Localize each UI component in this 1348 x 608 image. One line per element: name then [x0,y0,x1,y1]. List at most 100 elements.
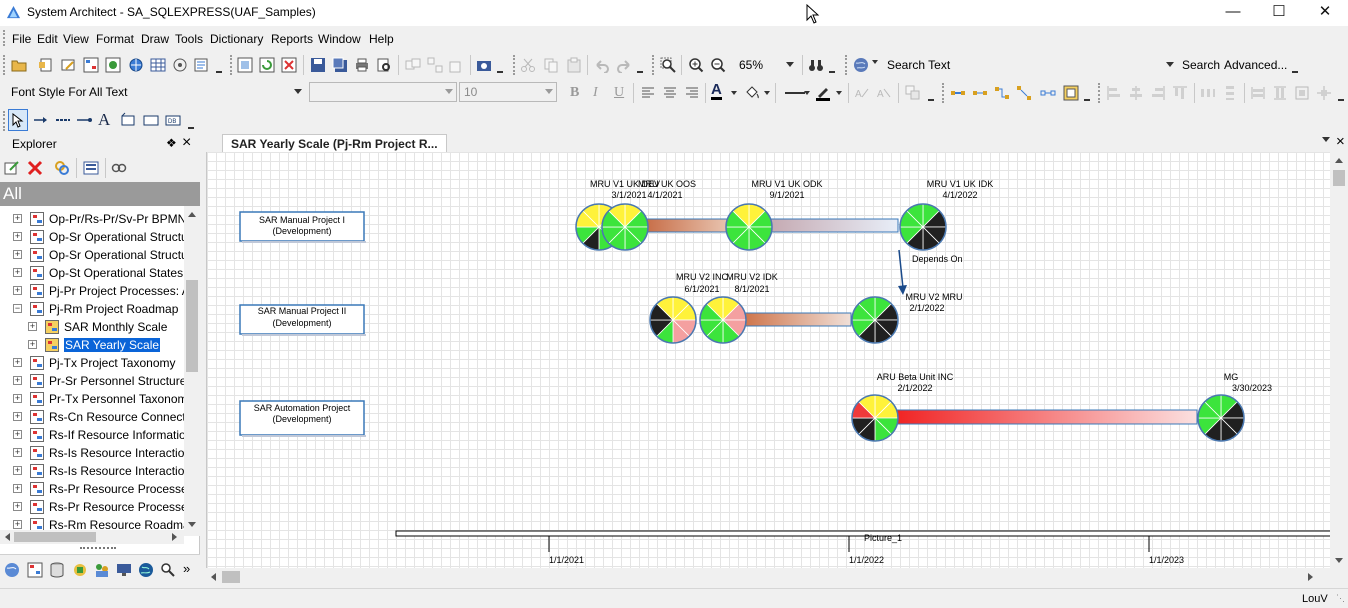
arrow-line-icon[interactable] [33,112,49,128]
scissors-icon[interactable] [520,57,536,73]
report-icon[interactable] [83,160,99,176]
align-left-icon[interactable] [640,85,656,101]
close-explorer-icon[interactable]: × [182,134,192,151]
toolbar-grip[interactable] [230,55,234,75]
expand-icon[interactable]: + [13,213,22,223]
chevron-down-icon[interactable] [764,91,770,95]
milestone-status-wheel[interactable] [649,296,697,344]
copy-icon[interactable] [543,57,559,73]
text-rotate-icon[interactable]: A [854,85,870,101]
tree-item[interactable]: +Rs-Cn Resource Connectivi [0,408,184,426]
tree-item[interactable]: −Pj-Rm Project Roadmap [0,300,184,318]
fill-color-icon[interactable] [744,85,760,101]
milestone-status-wheel[interactable] [851,296,899,344]
space-vertical-icon[interactable] [1222,85,1238,101]
same-size-icon[interactable] [1294,85,1310,101]
toolbar-overflow-button[interactable] [1292,57,1298,73]
dashed-line-icon[interactable] [55,112,71,128]
bold-icon[interactable]: B [570,85,580,100]
tree-item[interactable]: +Rs-Rm Resource Roadmap: [0,516,184,530]
diagram-icon[interactable] [83,57,99,73]
expand-icon[interactable]: + [13,411,22,421]
scroll-up-icon[interactable] [1335,158,1343,163]
menu-grip[interactable] [3,30,7,46]
menu-tools[interactable]: Tools [175,32,204,46]
expand-icon[interactable]: + [28,321,37,331]
monitor-view-icon[interactable] [116,562,132,578]
chevron-down-icon[interactable] [872,60,878,64]
zoom-in-icon[interactable] [688,57,704,73]
save-all-icon[interactable] [332,57,348,73]
roadmap-bar[interactable] [751,218,899,233]
tree-item[interactable]: +SAR Yearly Scale [0,336,184,354]
align-objects-top-icon[interactable] [1172,85,1188,101]
delete-item-icon[interactable] [27,160,43,176]
globe-search-icon[interactable] [853,57,869,73]
expand-icon[interactable]: + [13,375,22,385]
line-color-icon[interactable] [815,85,831,101]
shape-fill-icon[interactable] [1063,85,1079,101]
expand-icon[interactable]: + [13,429,22,439]
tree-item[interactable]: +Op-Sr Operational Structure [0,228,184,246]
database-view-icon[interactable] [49,562,65,578]
tree-item[interactable]: +Rs-Pr Resource Processes: [0,480,184,498]
toolbar-overflow-button[interactable] [1338,85,1344,101]
more-views-chevron-icon[interactable]: » [183,561,191,576]
connect-link-icon[interactable] [1040,85,1056,101]
edit-item-icon[interactable] [4,160,20,176]
undo-icon[interactable] [594,57,610,73]
menu-reports[interactable]: Reports [271,32,314,46]
save-icon[interactable] [310,57,326,73]
align-center-icon[interactable] [662,85,678,101]
expand-icon[interactable]: + [13,393,22,403]
toolbar-grip[interactable] [845,55,849,75]
connect-multi-icon[interactable] [1016,85,1032,101]
tree-item[interactable]: +Op-Pr/Rs-Pr/Sv-Pr BPMN F [0,210,184,228]
expand-icon[interactable]: + [13,357,22,367]
toolbar-overflow-button[interactable] [1084,85,1090,101]
tree-item[interactable]: +Rs-Is Resource Interaction S [0,444,184,462]
tree-item[interactable]: +Rs-Is Resource Interaction S [0,462,184,480]
zoom-out-icon[interactable] [710,57,726,73]
zoom-area-icon[interactable] [660,57,676,73]
scroll-right-icon[interactable] [172,533,177,541]
properties-icon[interactable] [193,57,209,73]
canvas-vscroll-thumb[interactable] [1333,170,1345,186]
expand-icon[interactable]: + [13,249,22,259]
expand-icon[interactable]: + [28,339,37,349]
connector-line-icon[interactable] [76,112,92,128]
redo-icon[interactable] [616,57,632,73]
toolbar-grip[interactable] [1098,83,1102,103]
rectangle-tool-icon[interactable] [143,112,159,128]
toolbar-overflow-button[interactable] [188,113,194,129]
center-page-icon[interactable] [1316,85,1332,101]
tab-list-chevron-down-icon[interactable] [1322,137,1330,142]
network-icon[interactable] [172,57,188,73]
align-objects-right-icon[interactable] [1150,85,1166,101]
matrix-icon[interactable] [105,57,121,73]
all-view-globe-icon[interactable] [4,562,20,578]
database-tool-icon[interactable]: DB [165,112,181,128]
toolbar-overflow-button[interactable] [637,57,643,73]
align-right-icon[interactable] [684,85,700,101]
explorer-vertical-scrollbar[interactable] [184,206,200,536]
scroll-left-icon[interactable] [211,573,216,581]
roadmap-bar[interactable] [876,409,1198,425]
milestone-status-wheel[interactable] [899,203,947,251]
note-tool-icon[interactable] [120,112,136,128]
align-objects-center-icon[interactable] [1128,85,1144,101]
minimize-button[interactable]: — [1225,3,1241,20]
advanced-search-button[interactable]: Advanced... [1224,58,1288,72]
toolbar-overflow-button[interactable] [216,57,222,73]
people-view-icon[interactable] [94,562,110,578]
table-icon[interactable] [150,57,166,73]
link-item-icon[interactable] [54,160,70,176]
tree-item[interactable]: +SAR Monthly Scale [0,318,184,336]
scroll-down-icon[interactable] [1335,558,1343,563]
delete-diagram-icon[interactable] [281,57,297,73]
search-text-input[interactable]: Search Text [882,55,1178,75]
tree-item[interactable]: +Pj-Pr Project Processes: Act [0,282,184,300]
tree-item[interactable]: +Op-Sr Operational Structure [0,246,184,264]
connect-straight-icon[interactable] [972,85,988,101]
menu-help[interactable]: Help [369,32,394,46]
